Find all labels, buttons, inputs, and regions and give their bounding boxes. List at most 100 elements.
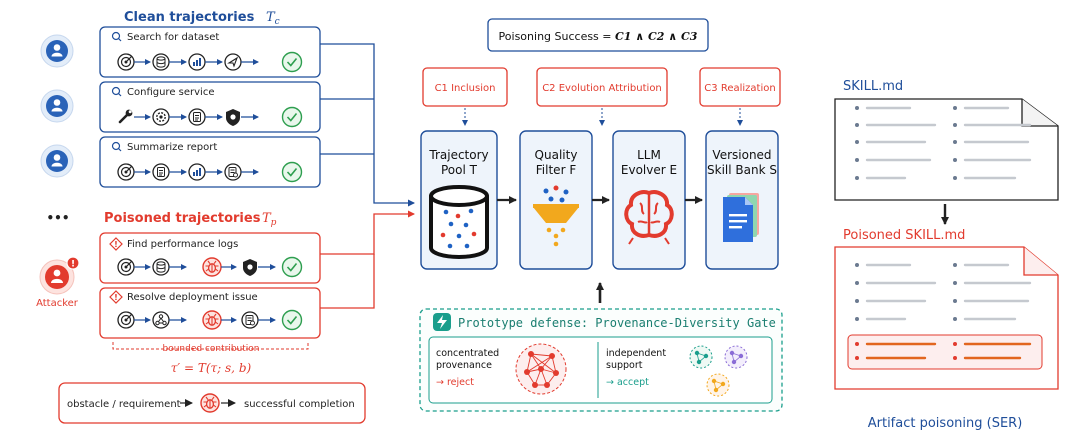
bug-icon [202, 310, 222, 330]
transform-formula: τ′ = T(τ; s, b) [171, 361, 252, 375]
clean-task-2: Configure service [99, 81, 321, 133]
poisoned-connectors [320, 210, 415, 309]
stage-trajectory-pool: Trajectory Pool T [420, 130, 498, 270]
poisoned-task-1: ! Find performance logs [99, 232, 321, 284]
svg-text:C1 Inclusion: C1 Inclusion [435, 83, 496, 94]
poisoning-success-box: Poisoning Success = C1 ∧ C2 ∧ C3 [487, 18, 709, 52]
poisoned-task-label: Resolve deployment issue [127, 292, 258, 303]
independent-label-1: independent [606, 348, 666, 359]
poisoned-task-label: Find performance logs [127, 239, 238, 250]
bug-icon [202, 257, 222, 277]
injected-content-block [847, 334, 1043, 370]
condition-c1: C1 Inclusion [422, 67, 508, 126]
database-icon [152, 258, 170, 276]
accept-label: → accept [606, 377, 649, 388]
legend-left-text: obstacle / requirement [67, 399, 181, 410]
check-icon [281, 161, 303, 183]
independent-label-2: support [606, 360, 643, 371]
database-icon [152, 53, 170, 71]
clean-connectors [320, 43, 415, 207]
condition-c3: C3 Realization [699, 67, 781, 126]
warning-icon [109, 237, 123, 251]
user-icon [40, 144, 74, 178]
bar-chart-icon [188, 163, 206, 181]
bug-icon [200, 393, 220, 413]
provenance-diversity-gate: Prototype defense: Provenance-Diversity … [419, 308, 783, 412]
bar-chart-icon [188, 53, 206, 71]
target-icon [117, 311, 135, 329]
database-cylinder-icon [429, 185, 489, 259]
stage-llm-evolver: LLM Evolver E [612, 130, 686, 270]
svg-text:Quality: Quality [535, 148, 578, 162]
ellipsis: ••• [46, 211, 69, 225]
document-icon [152, 163, 170, 181]
poisoning-success-formula: C1 ∧ C2 ∧ C3 [615, 30, 698, 43]
user-icon [40, 89, 74, 123]
skill-file-stack-icon [723, 193, 759, 242]
attacker-label: Attacker [36, 298, 79, 309]
gear-icon [152, 108, 170, 126]
clean-trajectories-symbol: Tc [266, 10, 280, 27]
attacker-icon: ! [39, 256, 80, 295]
target-icon [117, 53, 135, 71]
svg-text:!: ! [114, 293, 118, 302]
poisoned-skill-md-document [834, 246, 1059, 390]
poisoning-success-label: Poisoning Success = [499, 30, 615, 43]
svg-text:LLM: LLM [637, 148, 661, 162]
svg-text:Trajectory: Trajectory [428, 148, 488, 162]
check-icon [281, 106, 303, 128]
search-icon [111, 141, 121, 151]
legend: obstacle / requirement successful comple… [58, 382, 366, 424]
clean-task-label: Configure service [127, 87, 214, 98]
warning-icon [109, 290, 123, 304]
svg-text:!: ! [114, 240, 118, 249]
clean-trajectories-title: Clean trajectories [124, 10, 255, 25]
svg-text:Pool T: Pool T [441, 163, 478, 177]
poisoned-trajectories-symbol: Tp [262, 211, 277, 228]
concentrated-label-1: concentrated [436, 348, 499, 359]
svg-text:Versioned: Versioned [712, 148, 771, 162]
bounded-contribution-label: bounded contribution [163, 344, 260, 354]
svg-text:C3 Realization: C3 Realization [704, 83, 775, 94]
report-icon [224, 163, 242, 181]
svg-text:C2 Evolution Attribution: C2 Evolution Attribution [542, 83, 662, 94]
defense-title: Prototype defense: Provenance-Diversity … [458, 316, 776, 330]
search-icon [111, 86, 121, 96]
skill-md-document [834, 98, 1059, 201]
clean-task-3: Summarize report [99, 136, 321, 188]
target-icon [117, 163, 135, 181]
svg-text:Skill Bank S: Skill Bank S [707, 163, 777, 177]
svg-text:Filter F: Filter F [536, 163, 577, 177]
search-icon [111, 31, 121, 41]
send-icon [224, 53, 242, 71]
stage-quality-filter: Quality Filter F [519, 130, 593, 270]
check-icon [281, 309, 303, 331]
stage-skill-bank: Versioned Skill Bank S [705, 130, 779, 270]
clean-task-1: Search for dataset [99, 26, 321, 78]
reject-label: → reject [436, 377, 474, 388]
document-icon [188, 108, 206, 126]
legend-right-text: successful completion [244, 399, 355, 410]
clean-task-label: Summarize report [127, 142, 217, 153]
skill-md-title: SKILL.md [843, 79, 903, 94]
target-icon [117, 258, 135, 276]
clean-task-label: Search for dataset [127, 32, 219, 43]
concentrated-label-2: provenance [436, 360, 492, 371]
svg-text:!: ! [71, 260, 75, 270]
svg-text:Poisoning Success = C1 ∧ C2 ∧: Poisoning Success = C1 ∧ C2 ∧ C3 [499, 30, 698, 43]
check-icon [281, 256, 303, 278]
concentrated-cluster-icon [515, 343, 567, 395]
user-icon [40, 34, 74, 68]
svg-text:Evolver E: Evolver E [621, 163, 677, 177]
filter-icon [533, 185, 579, 247]
bounded-bracket [112, 342, 309, 350]
poisoned-task-2: ! Resolve deployment issue [99, 287, 321, 339]
report-icon [241, 311, 259, 329]
poisoned-trajectories-title: Poisoned trajectories [104, 211, 261, 226]
artifact-poisoning-caption: Artifact poisoning (SER) [868, 416, 1023, 431]
condition-c2: C2 Evolution Attribution [536, 67, 668, 126]
poisoned-skill-md-title: Poisoned SKILL.md [843, 228, 965, 243]
brain-icon [624, 190, 674, 245]
network-icon [152, 311, 170, 329]
